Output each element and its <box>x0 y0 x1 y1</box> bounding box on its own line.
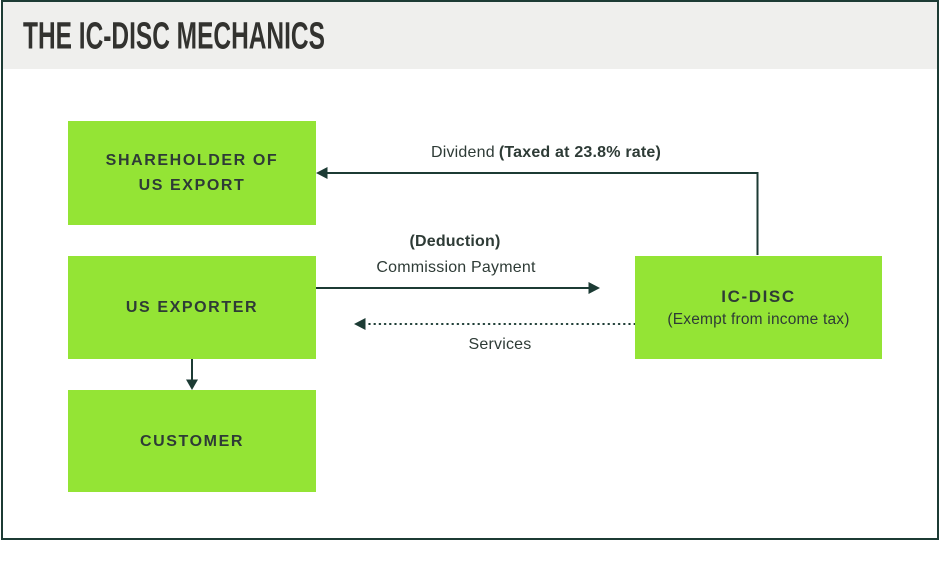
node-customer: CUSTOMER <box>68 390 316 492</box>
node-label: CUSTOMER <box>139 432 245 450</box>
node-shareholder-of-us-export: SHAREHOLDER OF US EXPORT <box>68 121 316 225</box>
dividend-arrow <box>316 167 759 255</box>
node-subtitle: (Exempt from income tax) <box>667 310 850 328</box>
node-label: SHAREHOLDER OF US EXPORT <box>105 152 279 194</box>
commission-arrow <box>316 282 600 294</box>
arrows-layer <box>186 167 759 390</box>
exporter-to-customer-arrow <box>186 359 198 390</box>
header-bar: THE IC-DISC MECHANICS <box>3 2 937 69</box>
node-title: IC-DISC <box>721 286 796 306</box>
page-title: THE IC-DISC MECHANICS <box>23 13 325 57</box>
node-us-exporter: US EXPORTER <box>68 256 316 359</box>
commission-payment-label: Commission Payment <box>376 259 536 276</box>
services-label: Services <box>468 336 532 353</box>
dividend-edge-label: Dividend(Taxed at 23.8% rate) <box>386 144 706 162</box>
dividend-tax-rate-text: (Taxed at 23.8% rate) <box>498 144 662 161</box>
dividend-label-text: Dividend <box>430 144 495 161</box>
deduction-label: (Deduction) <box>409 233 501 250</box>
node-ic-disc: IC-DISC (Exempt from income tax) <box>635 256 882 359</box>
node-label: US EXPORTER <box>125 299 259 316</box>
diagram-canvas: THE IC-DISC MECHANICS SHAREHOLDER OF US … <box>1 0 939 540</box>
services-arrow <box>354 318 636 330</box>
